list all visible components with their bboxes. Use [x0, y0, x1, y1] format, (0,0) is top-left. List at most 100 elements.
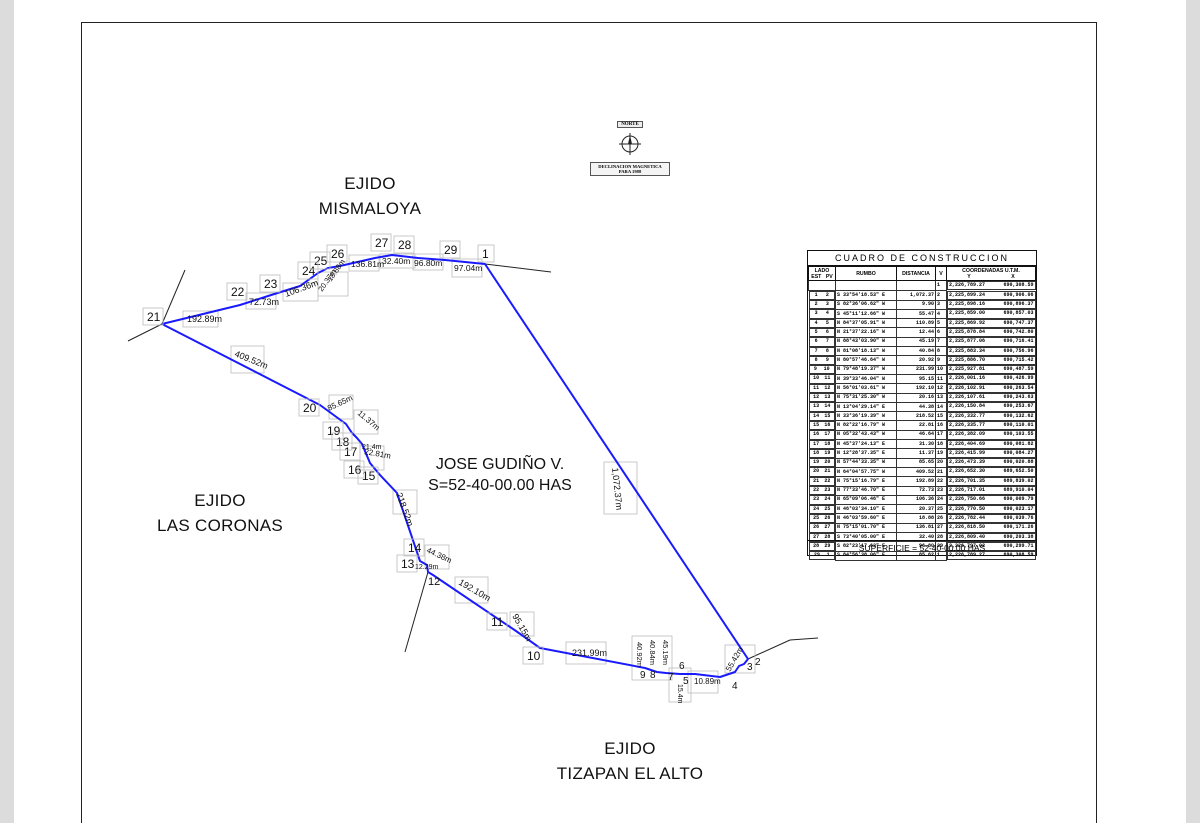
cell-x: 690,203.38: [1003, 533, 1034, 540]
region-west: EJIDO LAS CORONAS: [140, 489, 300, 538]
frame-97: [451, 258, 483, 278]
cell-est: 7: [814, 347, 818, 354]
cell-est: 10: [813, 375, 820, 382]
vertex-label: 21: [147, 310, 161, 324]
frame-44: [424, 544, 450, 570]
vertex-label: 26: [331, 247, 345, 261]
owner-name: JOSE GUDIÑO V.: [435, 456, 565, 473]
cell-rumbo: S 45°11'12.66" W: [835, 308, 897, 320]
cell-distancia: 409.52: [896, 466, 936, 478]
cell-pv: 18: [824, 440, 831, 447]
cell-rumbo: S 82°36'06.62" W: [835, 299, 897, 310]
distance-label: 32.40m: [382, 256, 410, 266]
cell-v: 15: [935, 411, 947, 422]
cell-v: 17: [935, 429, 947, 441]
frame-10: [687, 670, 719, 694]
cell-pv: 23: [824, 487, 831, 494]
cell-distancia: 192.10: [896, 383, 936, 394]
cell-est: 29: [813, 552, 820, 559]
cell-est: 13: [813, 403, 820, 410]
cell-v: 20: [935, 457, 947, 468]
col-est-label: EST: [811, 273, 822, 280]
cell-v: 21: [935, 466, 947, 478]
adjoining-line-north-west: [161, 269, 186, 325]
frame-96: [412, 253, 444, 271]
cell-pv: 14: [824, 403, 831, 410]
col-coords-label: COORDENADAS U.T.M.: [962, 267, 1020, 274]
cell-est: 14: [813, 412, 820, 419]
cell-x: 690,715.42: [1003, 356, 1034, 363]
vertex-label: 18: [336, 435, 350, 449]
distance-label: 97.04m: [454, 263, 482, 273]
cell-v: 7: [935, 336, 947, 348]
cell-pv: 1: [826, 552, 830, 559]
cell-y: 2,226,809.40: [949, 533, 986, 540]
vertex-label: 27: [375, 236, 389, 250]
vertex-label: 20: [303, 401, 317, 415]
cell-y: 2,226,789.27: [949, 552, 986, 559]
cell-y: 2,226,652.30: [949, 468, 986, 475]
cell-v: 16: [935, 420, 947, 431]
cell-y: 2,226,382.09: [949, 431, 986, 438]
cell-y: 2,226,750.66: [949, 496, 986, 503]
owner-block: JOSE GUDIÑO V. S=52-40-00.00 HAS: [410, 455, 590, 497]
cell-coords: 2,226,789.27 690,308.59: [947, 281, 1036, 291]
cell-distancia: 72.73: [896, 485, 936, 496]
cell-y: 2,226,335.77: [949, 421, 986, 428]
distance-label: 72.73m: [249, 297, 279, 307]
cell-pv: 21: [824, 468, 831, 475]
adjoining-line-north-east: [484, 263, 552, 273]
cell-est: 4: [814, 319, 818, 326]
distance-label: 40.84m: [648, 640, 657, 665]
sheet-border: [81, 22, 1097, 823]
col-lado-label: LADO: [814, 267, 830, 274]
cell-x: 690,132.62: [1003, 412, 1034, 419]
cell-est: 3: [814, 310, 818, 317]
table-row: 1 2,226,789.27 690,308.59: [808, 280, 1036, 291]
owner-surface: S=52-40-00.00 HAS: [428, 476, 572, 494]
frame-1072: [603, 461, 638, 515]
col-pv-label: PV: [825, 273, 833, 280]
cell-v: 24: [935, 494, 947, 506]
distance-label: 45.19m: [661, 640, 670, 665]
cell-pv: 13: [824, 394, 831, 401]
frame-55: [724, 644, 756, 674]
cell-pv: 16: [824, 421, 831, 428]
declination-year: PARA 1988: [618, 169, 642, 174]
cell-lado: 29 1: [808, 551, 835, 561]
cell-est: 22: [813, 487, 820, 494]
cell-y: 2,226,717.01: [949, 487, 986, 494]
col-distancia: DISTANCIA: [896, 266, 936, 281]
cell-v: 3: [935, 299, 947, 310]
cell-x: 690,020.88: [1003, 459, 1034, 466]
cell-pv: 20: [824, 459, 831, 466]
vertex-label: 8: [650, 670, 656, 681]
cell-distancia: 55.47: [896, 308, 936, 320]
cell-x: 690,084.27: [1003, 449, 1034, 456]
frame-20-37: [317, 271, 349, 297]
north-arrow-legend: NORTE DECLINACION MAGNETICA PARA 1988: [590, 112, 670, 176]
vertex-labels: 21 22 23 24 25 26 27 28 29 1 2 3 4 5 6 7…: [147, 236, 761, 692]
cell-x: 690,487.59: [1003, 366, 1034, 373]
cell-v: 26: [935, 513, 947, 524]
